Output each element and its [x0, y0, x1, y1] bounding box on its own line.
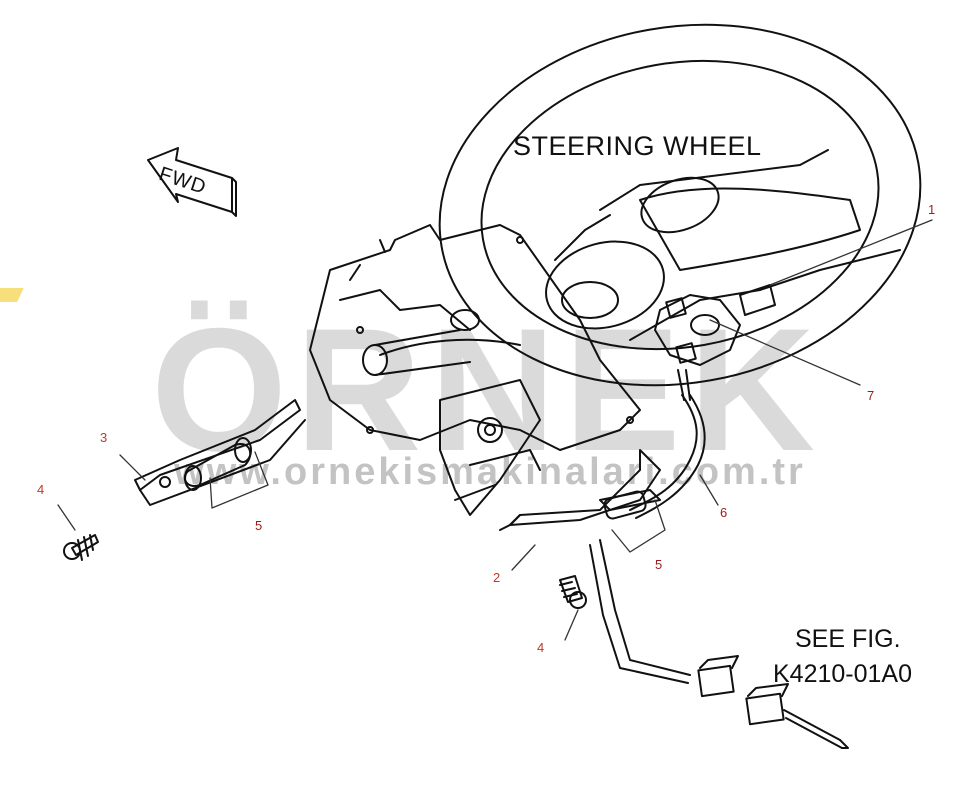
callout-5-right: 5: [655, 557, 663, 572]
horn-switch: [654, 284, 776, 366]
bracket-3: [134, 399, 306, 506]
callout-3: 3: [100, 430, 108, 445]
mating-connector: [745, 683, 849, 749]
callout-leaders: [57, 219, 933, 641]
see-fig-label: SEE FIG.: [795, 625, 901, 653]
callout-1: 1: [928, 202, 936, 217]
steering-wheel-label: STEERING WHEEL: [513, 131, 762, 161]
fwd-arrow: [147, 147, 237, 217]
callout-2: 2: [493, 570, 501, 585]
steering-wheel: [438, 23, 922, 387]
callout-5-left: 5: [255, 518, 263, 533]
callout-7: 7: [867, 388, 875, 403]
callout-4-center: 4: [537, 640, 545, 655]
wire-harness: [589, 369, 739, 698]
callout-4-left: 4: [37, 482, 45, 497]
bolt-center: [559, 575, 587, 609]
bolt-left: [63, 534, 99, 561]
bracket-2: [499, 449, 661, 531]
figure-reference: K4210-01A0: [773, 660, 913, 688]
column-bracket: [309, 224, 641, 516]
callout-6: 6: [720, 505, 728, 520]
